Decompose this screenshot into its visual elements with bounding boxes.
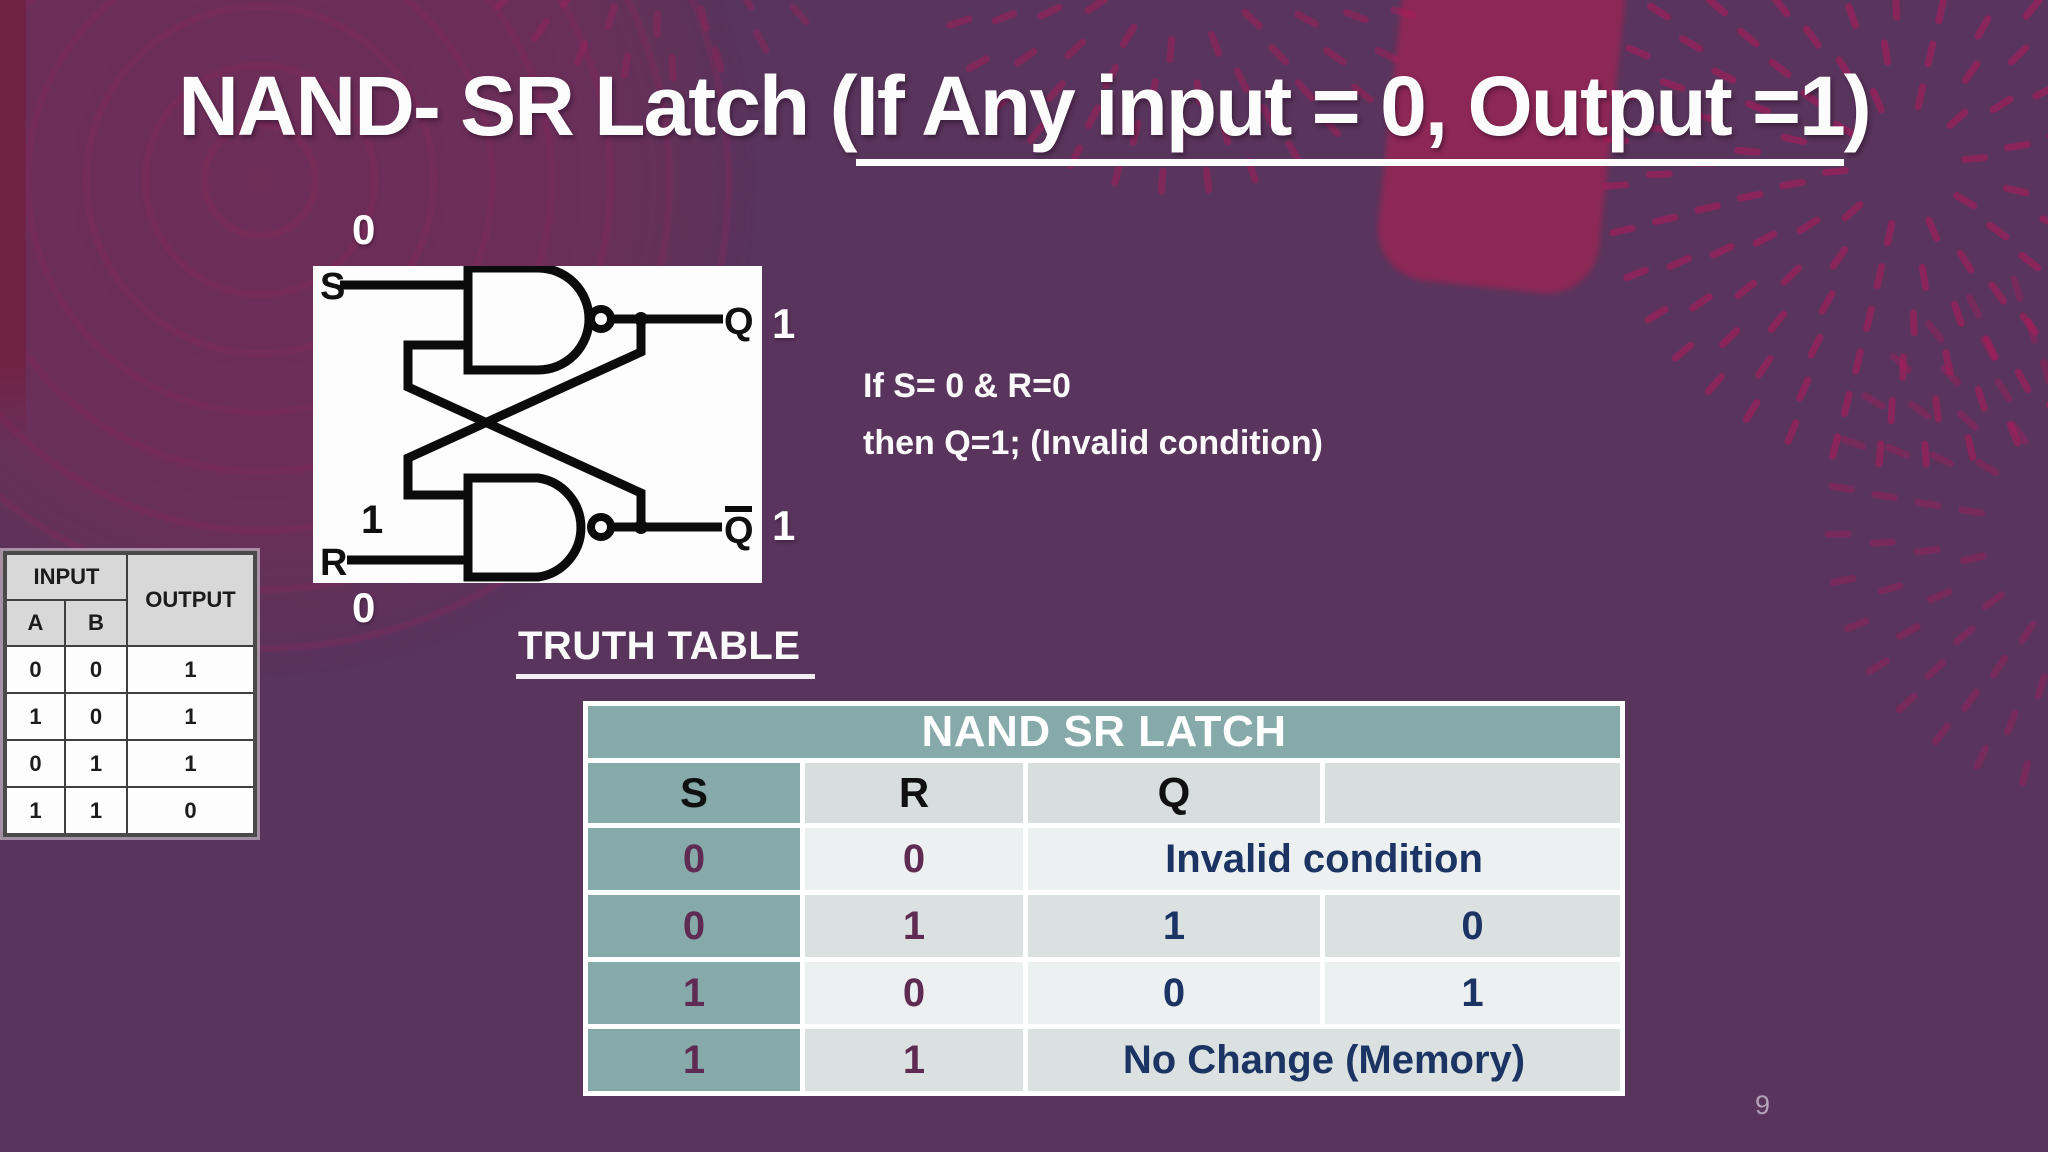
col-b-header: B [64, 599, 128, 647]
table-cell: 0 [1320, 890, 1625, 962]
sr-latch-circuit-panel: S R 1 Q Q [313, 263, 762, 584]
input-header: INPUT [4, 552, 128, 601]
table-cell: No Change (Memory) [1023, 1024, 1625, 1096]
title-suffix: ) [1843, 59, 1872, 153]
r-label: R [320, 542, 347, 583]
junction-dot-bottom [634, 520, 648, 534]
table-cell: Invalid condition [1023, 823, 1625, 895]
table-cell: 0 [4, 645, 66, 694]
table-cell: 0 [583, 823, 805, 895]
sr-table-col-q: Q [1023, 758, 1325, 828]
table-cell: 0 [64, 645, 128, 694]
q-bar-label: Q [724, 510, 754, 552]
col-a-header: A [4, 599, 66, 647]
qbar-feedback-wire [403, 340, 646, 527]
output-header: OUTPUT [126, 552, 256, 647]
inverter-bubble-bottom-icon [587, 513, 615, 541]
sr-table-col-r: R [800, 758, 1028, 828]
table-cell: 1 [1023, 890, 1325, 962]
table-cell: 0 [583, 890, 805, 962]
sr-latch-circuit-diagram: S R 1 Q Q [320, 263, 754, 584]
page-number: 9 [1755, 1090, 1771, 1120]
table-cell: 1 [800, 890, 1028, 962]
table-cell: 0 [4, 739, 66, 788]
table-cell: 1 [126, 645, 256, 694]
table-cell: 1 [800, 1024, 1028, 1096]
table-cell: 0 [1023, 957, 1325, 1029]
table-cell: 1 [126, 739, 256, 788]
table-cell: 1 [583, 1024, 805, 1096]
note-line-1: If S= 0 & R=0 [863, 367, 1071, 405]
sr-table-title: NAND SR LATCH [583, 701, 1625, 763]
invalid-condition-note: If S= 0 & R=0 then Q=1; (Invalid conditi… [863, 358, 1323, 472]
page-title: NAND- SR Latch (If Any input = 0, Output… [0, 58, 2048, 166]
inverter-bubble-top-icon [587, 305, 615, 333]
table-cell: 1 [126, 692, 256, 741]
table-cell: 1 [1320, 957, 1625, 1029]
note-line-2: then Q=1; (Invalid condition) [863, 424, 1323, 462]
table-cell: 0 [64, 692, 128, 741]
table-cell: 0 [126, 786, 256, 836]
title-underlined-part: If Any input = 0, Output =1 [855, 59, 1846, 166]
table-cell: 1 [64, 786, 128, 836]
q-output-value: 1 [772, 300, 796, 347]
table-cell: 1 [583, 957, 805, 1029]
table-cell: 1 [4, 786, 66, 836]
s-label: S [320, 266, 345, 308]
nand-gate-top-icon [463, 263, 594, 375]
q-feedback-wire [403, 319, 646, 500]
sr-table-col-blank [1320, 758, 1625, 828]
table-cell: 1 [4, 692, 66, 741]
q-bar-output-value: 1 [772, 502, 796, 549]
truth-table-caption: TRUTH TABLE [516, 624, 815, 679]
r-input-value: 0 [352, 584, 376, 631]
q-label: Q [724, 301, 754, 343]
s-input-value: 0 [352, 206, 376, 253]
table-cell: 0 [800, 957, 1028, 1029]
table-cell: 1 [64, 739, 128, 788]
r-inner-value: 1 [361, 498, 383, 542]
table-cell: 0 [800, 823, 1028, 895]
nand-gate-bottom-icon [463, 473, 586, 582]
sr-table-col-s: S [583, 758, 805, 828]
title-prefix: NAND- SR Latch ( [178, 59, 857, 153]
junction-dot-top [634, 312, 648, 326]
